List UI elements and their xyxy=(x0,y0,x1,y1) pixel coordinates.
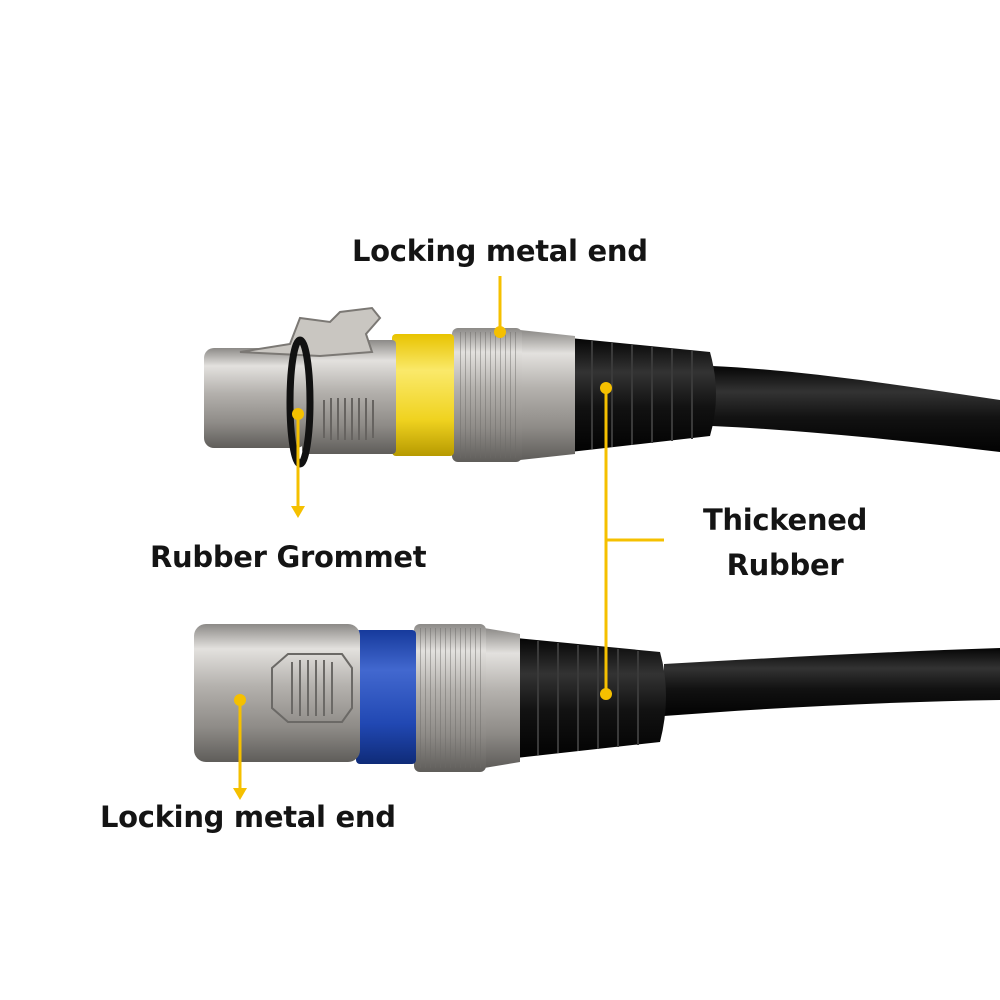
thickened-rubber-label-line2: Rubber xyxy=(726,548,844,582)
male-xlr-connector xyxy=(194,624,1000,772)
bottom-metal-end-label: Locking metal end xyxy=(100,800,396,834)
top-yellow-ring xyxy=(392,334,454,456)
top-connector-nose xyxy=(204,348,306,448)
thickened-rubber-label: Thickened Rubber xyxy=(694,498,876,588)
rubber-grommet-ring xyxy=(286,336,314,468)
bottom-metal-taper xyxy=(484,628,520,768)
rubber-grommet-label: Rubber Grommet xyxy=(150,540,427,574)
top-cable xyxy=(712,366,1000,452)
bottom-grip-plate xyxy=(271,653,353,723)
annotation-lines xyxy=(233,276,664,800)
top-connector-body xyxy=(302,340,396,454)
bottom-connector-body xyxy=(194,624,360,762)
bottom-cable xyxy=(664,648,1000,716)
bottom-blue-ring xyxy=(356,630,416,764)
thickened-rubber-label-line1: Thickened xyxy=(702,503,868,537)
top-metal-taper xyxy=(520,330,575,460)
top-latch xyxy=(239,306,382,358)
bottom-strain-relief xyxy=(516,638,666,758)
top-metal-end-label: Locking metal end xyxy=(352,234,648,268)
